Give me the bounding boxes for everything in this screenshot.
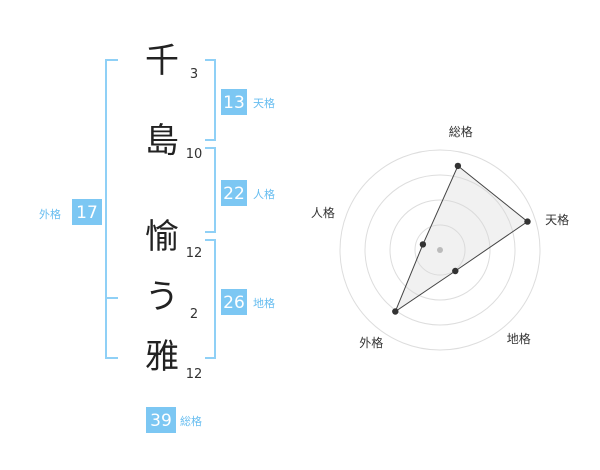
- stroke-count-3: 12: [186, 246, 203, 261]
- bracket-jinkaku: [205, 147, 216, 233]
- radar-rings: [339, 149, 541, 351]
- stroke-count-5: 12: [186, 367, 203, 382]
- radar-point-jinkaku: [419, 241, 427, 248]
- radar-point-tenkaku: [524, 218, 531, 225]
- chikaku-value: 26: [223, 293, 245, 313]
- radar-point-chikaku: [452, 267, 459, 275]
- badge-tenkaku: 13 天格: [221, 89, 275, 115]
- radar-points: [392, 162, 531, 315]
- bracket-chikaku: [205, 239, 216, 359]
- radar-label-tenkaku: 天格: [545, 212, 569, 227]
- radar-label-soukaku: 総格: [449, 124, 473, 139]
- stroke-count-4: 2: [190, 307, 198, 322]
- radar-ring: [364, 174, 516, 326]
- gaikaku-label: 外格: [39, 207, 61, 221]
- tenkaku-value: 13: [223, 93, 245, 113]
- radar-polygon: [394, 165, 529, 313]
- radar-label-jinkaku: 人格: [311, 205, 335, 220]
- jinkaku-label: 人格: [253, 187, 275, 201]
- badge-chikaku: 26 地格: [221, 289, 275, 315]
- radar-point-soukaku: [454, 162, 462, 170]
- radar-ring: [414, 224, 466, 276]
- soukaku-value: 39: [150, 411, 172, 431]
- name-char-3: 愉: [145, 217, 179, 257]
- radar-ring: [339, 149, 541, 351]
- badge-gaikaku: 外格 17: [39, 199, 102, 225]
- radar-ring: [389, 199, 491, 301]
- name-column: 千 3 島 10 愉 12 う 2 雅 12: [145, 41, 202, 382]
- bracket-gaikaku: [105, 59, 118, 359]
- radar-label-gaikaku: 外格: [359, 335, 383, 350]
- jinkaku-value: 22: [223, 184, 245, 204]
- name-char-1: 千: [145, 41, 179, 81]
- radar-point-gaikaku: [392, 308, 399, 315]
- name-char-5: 雅: [145, 337, 179, 377]
- stroke-count-2: 10: [186, 147, 203, 162]
- tenkaku-label: 天格: [253, 96, 275, 110]
- radar-center-dot: [437, 247, 443, 253]
- gaikaku-value: 17: [76, 203, 98, 223]
- badge-jinkaku: 22 人格: [221, 180, 275, 206]
- bracket-tenkaku: [205, 59, 216, 141]
- radar-label-chikaku: 地格: [507, 331, 531, 346]
- badge-soukaku: 39 総格: [146, 407, 202, 433]
- name-char-4: う: [145, 277, 179, 317]
- brackets: [105, 59, 216, 359]
- name-char-2: 島: [145, 121, 179, 161]
- stroke-count-1: 3: [190, 67, 198, 82]
- soukaku-label: 総格: [180, 414, 202, 428]
- chikaku-label: 地格: [253, 296, 275, 310]
